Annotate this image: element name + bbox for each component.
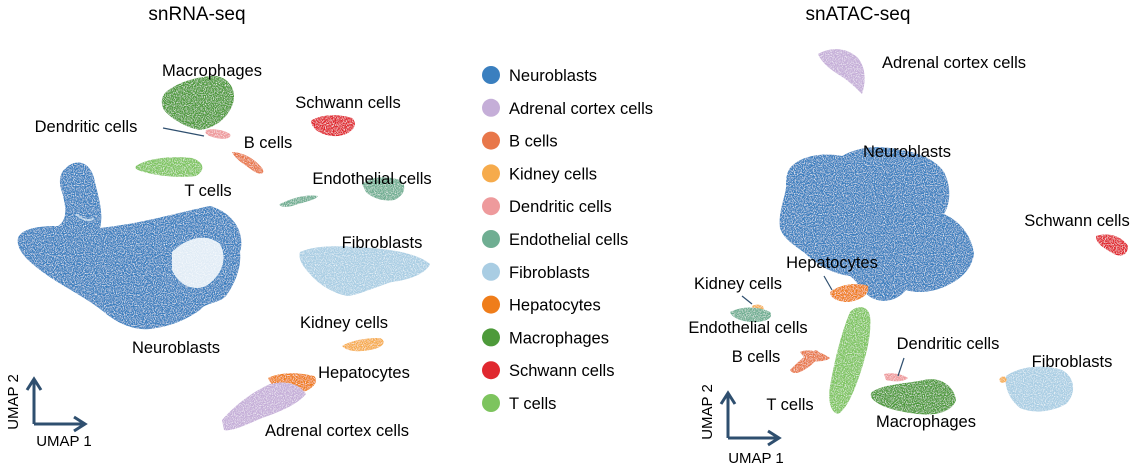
legend-label: B cells <box>509 133 558 151</box>
xlabel-snatac: UMAP 1 <box>728 450 784 467</box>
legend-label: Dendritic cells <box>509 198 612 216</box>
legend-label: Neuroblasts <box>509 67 597 85</box>
clusters-snatac <box>730 49 1128 415</box>
label-rna-bcells: B cells <box>244 134 293 152</box>
cluster-tcells <box>135 157 203 177</box>
legend-swatch <box>482 131 500 150</box>
label-atac-neuroblasts: Neuroblasts <box>863 143 951 161</box>
label-atac-kidney: Kidney cells <box>694 275 782 293</box>
legend-swatch <box>482 197 500 216</box>
cluster-atac-dendritic <box>884 373 908 382</box>
cluster-atac-endothelial <box>730 307 772 322</box>
label-atac-dendritic: Dendritic cells <box>897 335 1000 353</box>
legend-item: Dendritic cells <box>482 197 612 216</box>
legend-swatch <box>482 262 500 281</box>
label-atac-adrenal: Adrenal cortex cells <box>882 54 1026 72</box>
cluster-fibroblasts <box>299 246 430 296</box>
label-rna-kidney: Kidney cells <box>300 314 388 332</box>
legend-swatch <box>482 66 500 84</box>
legend-swatch <box>482 295 500 314</box>
label-rna-endothelial: Endothelial cells <box>312 170 431 188</box>
legend-item: Neuroblasts <box>482 66 597 85</box>
legend-label: Schwann cells <box>509 362 614 380</box>
legend-item: Fibroblasts <box>482 262 590 282</box>
cluster-atac-neuroblasts <box>779 147 974 301</box>
label-atac-fibroblasts: Fibroblasts <box>1032 353 1113 371</box>
pointer-atac-dendritic <box>897 357 905 377</box>
cluster-schwann <box>311 115 355 137</box>
legend-item: Endothelial cells <box>482 230 628 249</box>
panel-title-snatac: snATAC-seq <box>806 4 911 25</box>
cluster-atac-adrenal <box>818 49 865 94</box>
legend-swatch <box>482 98 500 117</box>
panel-title-snrna: snRNA-seq <box>148 4 245 25</box>
legend-label: Kidney cells <box>509 165 597 183</box>
pointer-rna-dendritic <box>162 127 205 137</box>
legend-swatch <box>482 361 500 380</box>
label-rna-schwann: Schwann cells <box>295 94 400 112</box>
legend-label: Endothelial cells <box>509 231 628 249</box>
legend-swatch <box>482 230 500 248</box>
label-rna-fibroblasts: Fibroblasts <box>342 234 423 252</box>
cluster-atac-hepatocytes <box>830 284 869 302</box>
axes-snatac <box>719 390 782 447</box>
label-atac-schwann: Schwann cells <box>1024 212 1129 230</box>
legend-label: Fibroblasts <box>509 264 590 282</box>
label-rna-tcells: T cells <box>184 182 231 200</box>
label-atac-macrophages: Macrophages <box>876 413 976 431</box>
cluster-atac-macrophages <box>870 379 956 415</box>
legend-label: Hepatocytes <box>509 297 601 315</box>
cluster-endothelial <box>279 177 405 207</box>
label-rna-macrophages: Macrophages <box>162 62 262 80</box>
panel-snrna: snRNA-seq <box>5 4 432 450</box>
legend-item: T cells <box>482 394 556 413</box>
legend-item: Adrenal cortex cells <box>482 98 653 118</box>
legend-item: Schwann cells <box>482 361 614 380</box>
cluster-adrenal <box>222 382 306 431</box>
pointer-atac-kidney <box>741 295 753 305</box>
legend-label: T cells <box>509 395 556 413</box>
legend-swatch <box>482 164 500 183</box>
cluster-bcells <box>232 152 264 174</box>
panel-snatac: snATAC-seq Adrenal <box>688 4 1129 467</box>
cluster-atac-fibroblasts <box>1005 366 1074 412</box>
legend-label: Macrophages <box>509 329 609 347</box>
label-rna-dendritic: Dendritic cells <box>35 118 138 136</box>
pointer-atac-hepatocytes <box>823 275 833 291</box>
cluster-neuroblasts <box>17 162 242 330</box>
ylabel-snatac: UMAP 2 <box>699 384 716 440</box>
label-rna-neuroblasts: Neuroblasts <box>132 339 220 357</box>
label-rna-hepatocytes: Hepatocytes <box>318 364 410 382</box>
cluster-dendritic <box>205 129 231 139</box>
label-atac-bcells: B cells <box>732 348 781 366</box>
cluster-kidney <box>342 338 384 352</box>
cluster-macrophages <box>161 76 235 130</box>
legend-swatch <box>482 328 500 347</box>
legend-item: B cells <box>482 131 558 151</box>
legend-item: Hepatocytes <box>482 295 601 315</box>
legend-item: Kidney cells <box>482 164 597 183</box>
label-rna-adrenal: Adrenal cortex cells <box>265 422 409 440</box>
cluster-atac-schwann <box>1096 234 1128 256</box>
label-atac-endothelial: Endothelial cells <box>688 319 807 337</box>
legend-item: Macrophages <box>482 328 609 347</box>
clusters-snrna <box>17 76 430 431</box>
label-atac-tcells: T cells <box>766 396 813 414</box>
cluster-atac-fibroblasts-dot <box>999 376 1007 383</box>
cluster-atac-bcells <box>790 350 830 373</box>
axes-snrna <box>25 376 88 433</box>
legend-swatch <box>482 394 500 412</box>
cluster-atac-tcells <box>829 307 871 414</box>
label-atac-hepatocytes: Hepatocytes <box>786 254 878 272</box>
ylabel-snrna: UMAP 2 <box>5 374 22 430</box>
xlabel-snrna: UMAP 1 <box>36 433 92 450</box>
legend-label: Adrenal cortex cells <box>509 100 653 118</box>
